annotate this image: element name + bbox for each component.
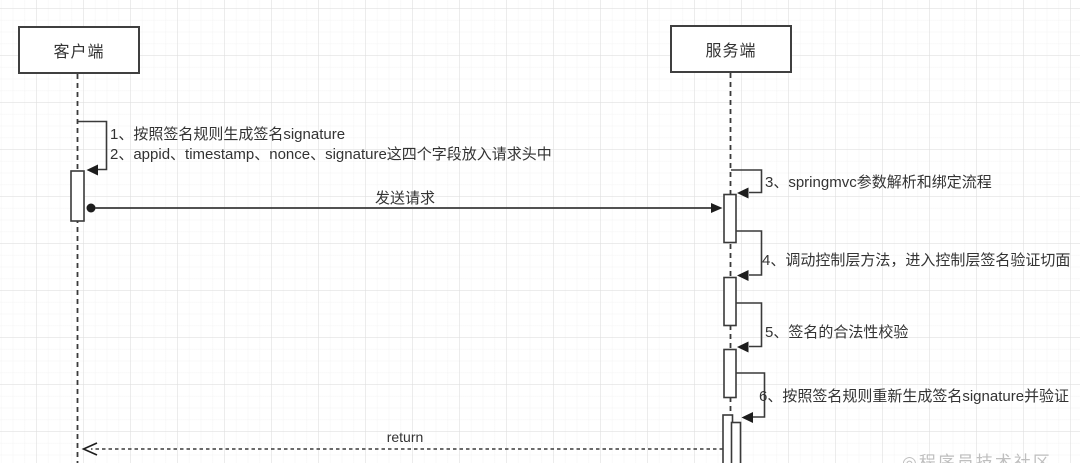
return-message-arrowhead-icon (81, 442, 98, 456)
watermark-text: ◎程序员技术社区 (902, 453, 1052, 463)
send-request-arrowhead-icon (711, 203, 723, 213)
server-self-message-6-line (736, 372, 766, 418)
server-self-message-5-arrowhead-icon (737, 341, 749, 353)
actor-client-box: 客户端 (18, 26, 140, 74)
server-self-message-4-arrowhead-icon (737, 270, 749, 281)
actor-server-box: 服务端 (670, 25, 792, 73)
client-activation-bar (70, 170, 85, 222)
client-note-line-1: 1、按照签名规则生成签名signature (110, 126, 346, 143)
server-self-message-3-line (731, 169, 763, 194)
server-activation-bar-2 (723, 276, 737, 327)
client-self-message-line (78, 120, 108, 171)
server-activation-bar-3 (723, 348, 737, 399)
client-self-message-arrowhead-icon (86, 164, 98, 176)
server-activation-bar-1 (723, 193, 737, 244)
server-self-message-4-line (736, 230, 763, 276)
send-request-label: 发送请求 (374, 190, 435, 207)
send-request-origin-dot-icon (86, 203, 96, 213)
server-self-message-5-line (736, 302, 763, 348)
client-note: 1、按照签名规则生成签名signature 2、appid、timestamp、… (110, 125, 552, 164)
actor-client-label: 客户端 (53, 44, 105, 61)
client-note-line-2: 2、appid、timestamp、nonce、signature这四个字段放入… (110, 145, 552, 163)
server-step-4-label: 4、调动控制层方法，进入控制层签名验证切面 (762, 252, 1071, 269)
server-activation-bar-5 (730, 421, 742, 463)
return-label: return (386, 429, 424, 445)
server-self-message-6-arrowhead-icon (741, 412, 753, 423)
server-step-3-label: 3、springmvc参数解析和绑定流程 (765, 174, 992, 191)
actor-server-label: 服务端 (705, 43, 757, 60)
server-step-6-label: 6、按照签名规则重新生成签名signature并验证 (759, 388, 1070, 405)
server-step-5-label: 5、签名的合法性校验 (765, 324, 909, 341)
server-self-message-3-arrowhead-icon (737, 187, 749, 199)
